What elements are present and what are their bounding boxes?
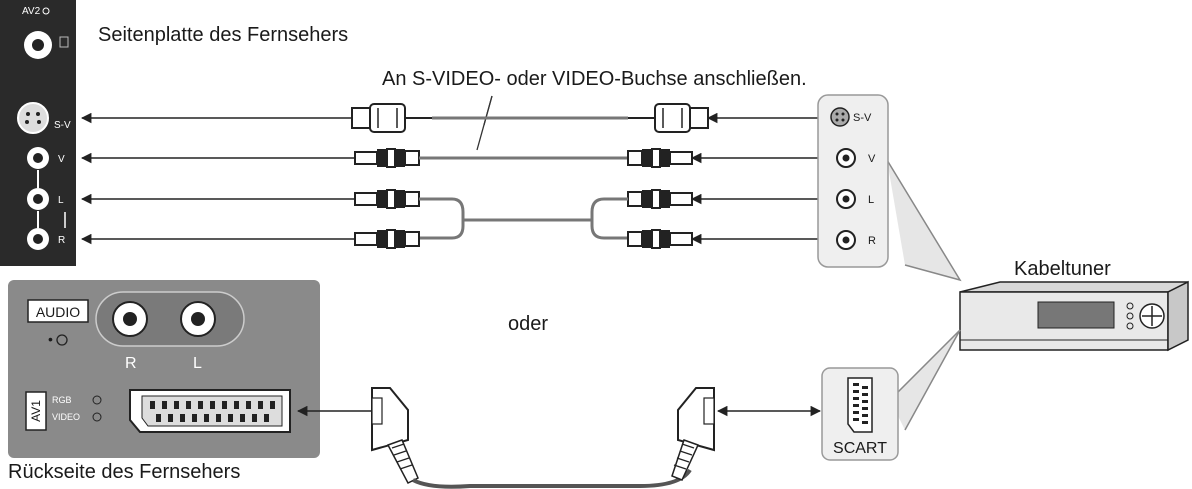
av2-small-icon	[59, 36, 69, 48]
rear-audio-l-label: L	[193, 355, 202, 372]
tuner-port-label-r: R	[868, 235, 876, 247]
side-panel-caption: Seitenplatte des Fernsehers	[98, 24, 348, 46]
tuner-scart-port[interactable]	[847, 377, 873, 433]
rear-audio-r-label: R	[125, 355, 137, 372]
audio-input-icon	[56, 334, 68, 346]
tuner-display	[1037, 301, 1115, 329]
tuner-svideo-jack[interactable]	[830, 107, 850, 127]
tuner-callout-upper: S-V V L R	[817, 94, 962, 282]
cable-set	[80, 103, 826, 249]
rear-scart-port[interactable]	[129, 389, 291, 433]
av2-input-icon	[42, 7, 50, 15]
side-port-label-l: L	[58, 195, 64, 206]
tv-side-panel: AV2 S-V V L R	[0, 0, 76, 266]
scart-mode-video: VIDEO	[52, 412, 80, 422]
tuner-scart-label: SCART	[833, 440, 887, 457]
tuner-port-label-sv: S-V	[853, 112, 872, 124]
audio-label-box	[27, 299, 89, 323]
instruction-pointer	[476, 95, 493, 151]
tv-rear-panel: AUDIO • R L AV1 RGB VIDEO	[8, 280, 320, 458]
scart-mode-rgb: RGB	[52, 395, 72, 405]
audio-label: AUDIO	[36, 304, 80, 320]
side-port-label-r: R	[58, 235, 65, 246]
or-separator: oder	[508, 313, 548, 335]
svg-text:•: •	[48, 331, 53, 347]
side-port-label-v: V	[58, 154, 65, 165]
side-port-label-sv: S-V	[54, 120, 71, 131]
audio-r-cable	[80, 229, 826, 249]
av1-label-box	[25, 391, 47, 431]
side-svideo-jack[interactable]	[17, 102, 49, 134]
tuner-port-label-l: L	[868, 194, 874, 206]
audio-l-cable	[80, 189, 826, 240]
av1-label: AV1	[29, 400, 43, 422]
tuner-callout-lower: SCART	[821, 329, 961, 461]
scart-cable	[296, 387, 822, 489]
tuner-port-label-v: V	[868, 153, 876, 165]
cable-tuner-device	[959, 280, 1189, 352]
cable-tuner-label: Kabeltuner	[1014, 258, 1111, 280]
rear-caption: Rückseite des Fernsehers	[8, 461, 240, 483]
svideo-cable	[80, 103, 826, 133]
connect-instruction: An S-VIDEO- oder VIDEO-Buchse anschließe…	[382, 68, 807, 90]
av2-label: AV2	[22, 6, 41, 17]
video-cable	[80, 148, 826, 168]
